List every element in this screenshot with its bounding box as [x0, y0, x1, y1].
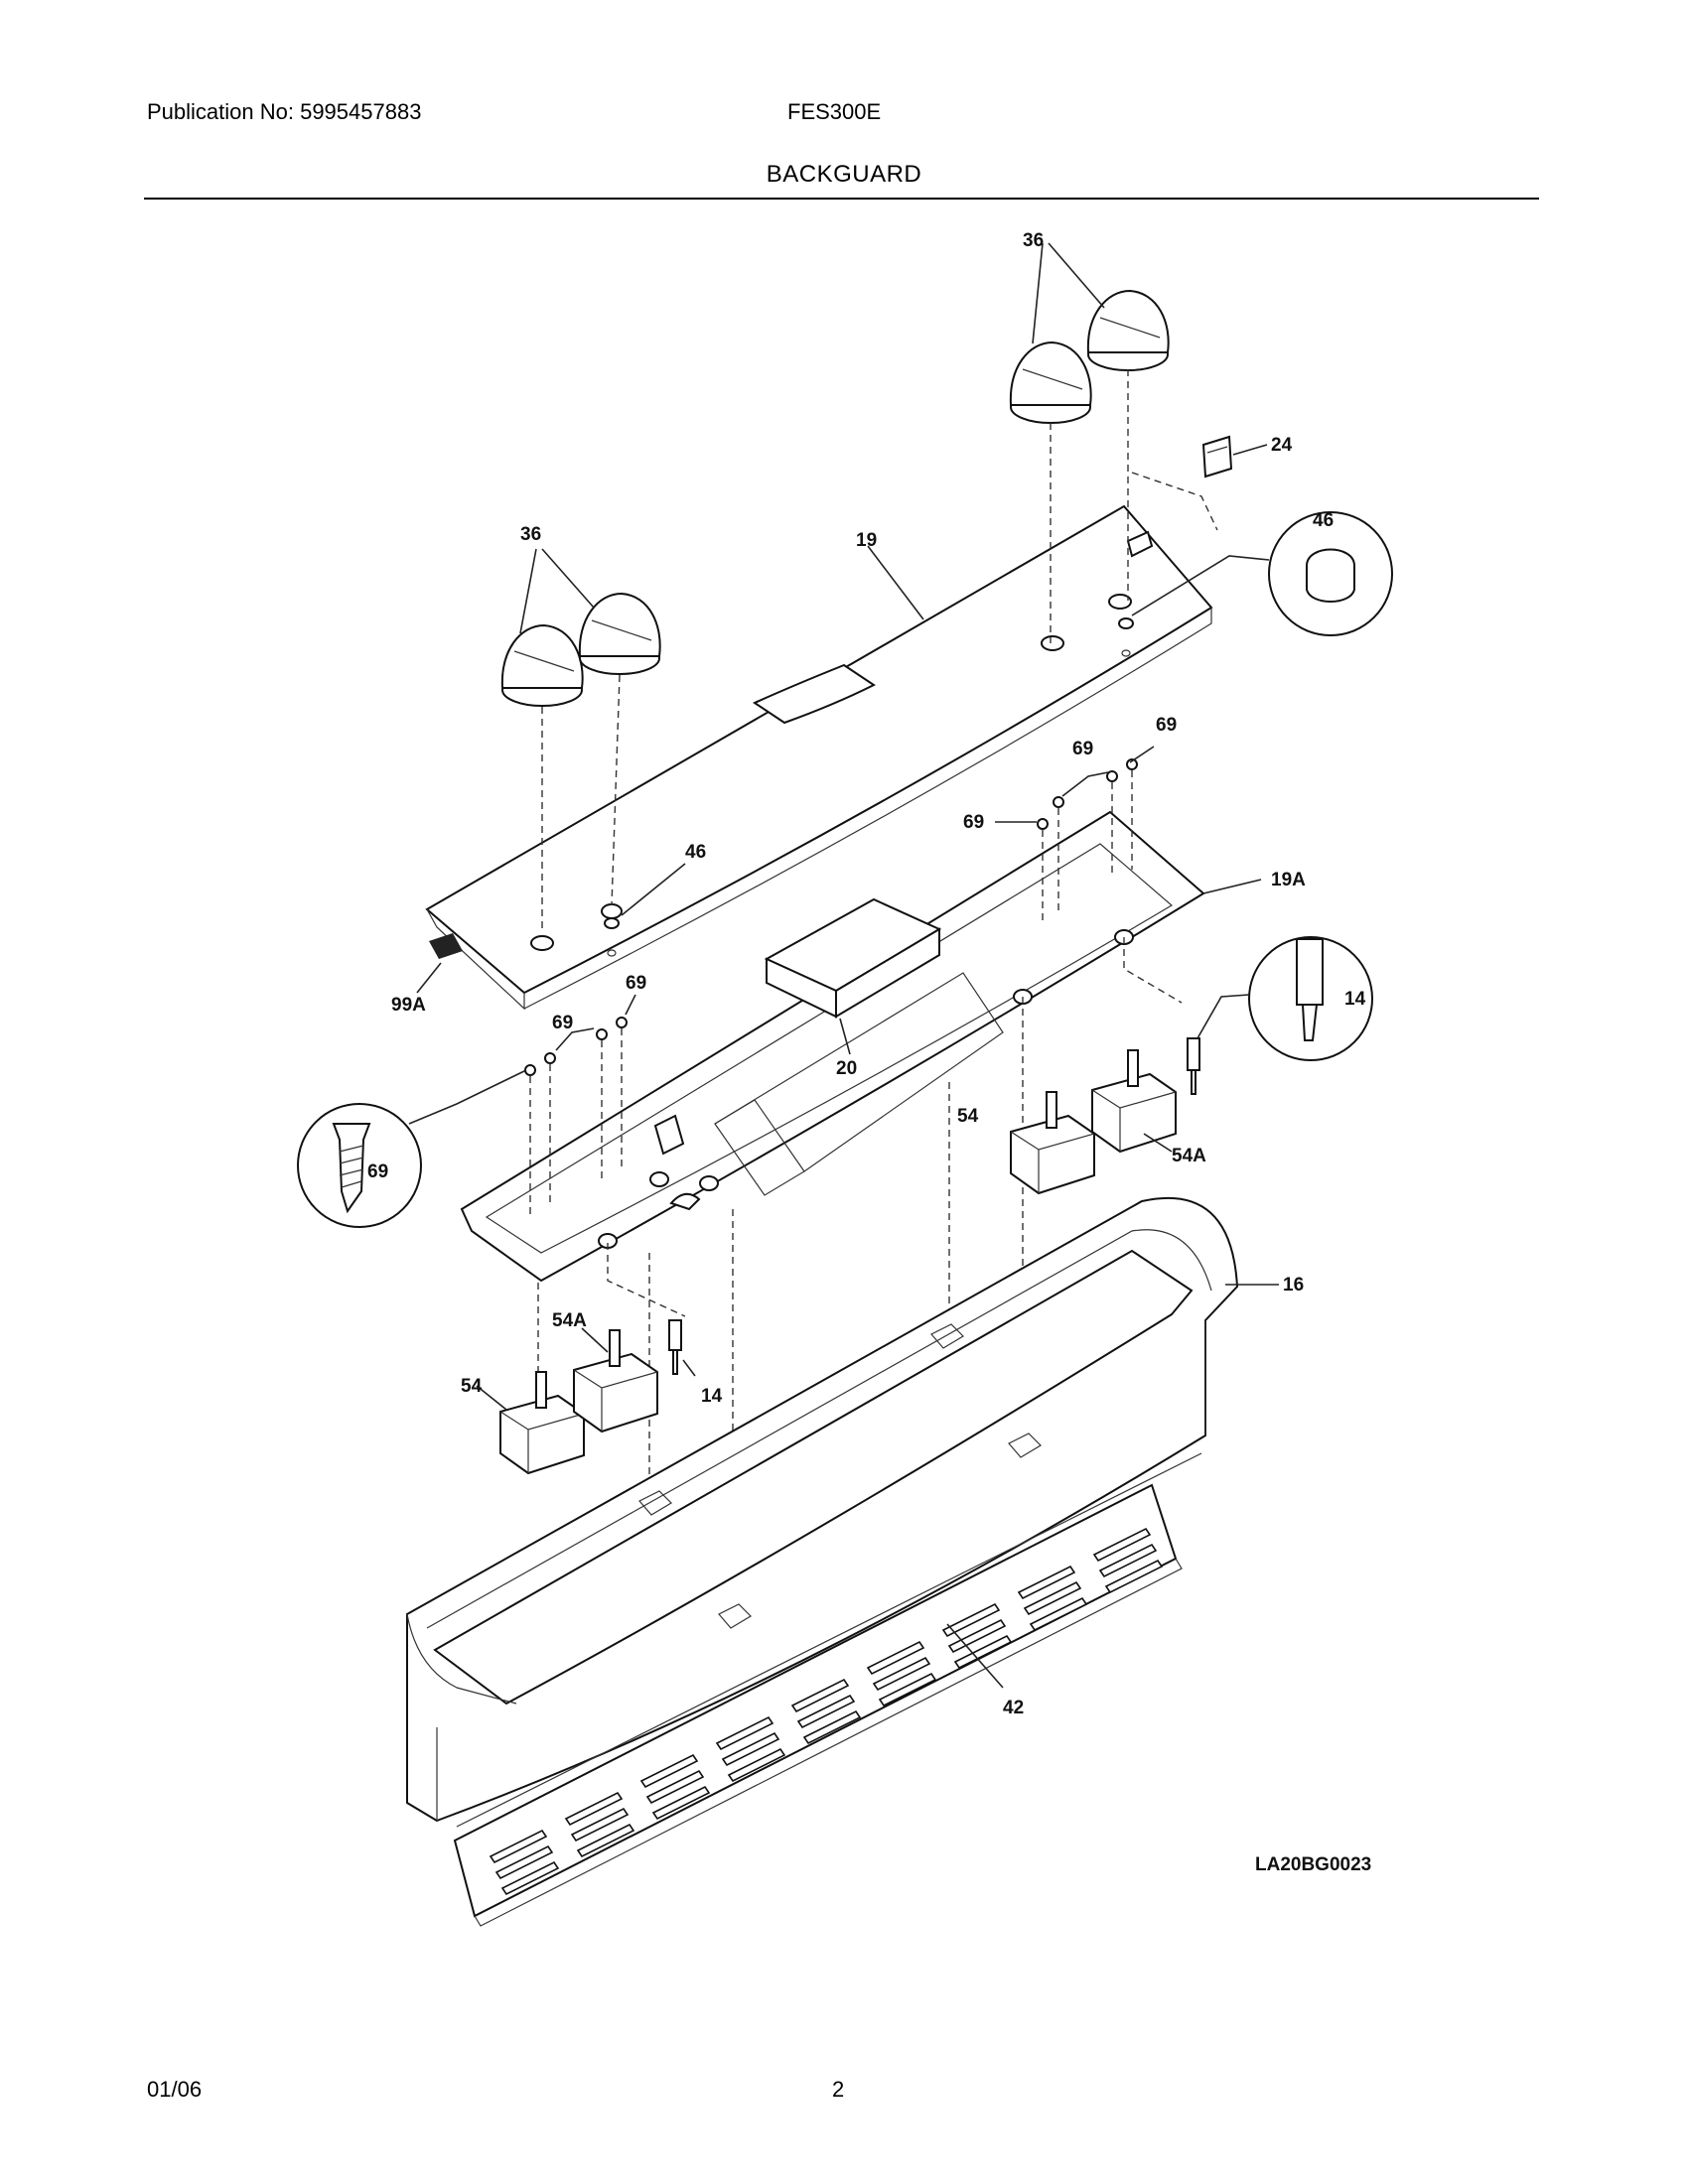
- vent-slot: [1104, 1559, 1164, 1594]
- indicator-light-part-14-right: [1187, 1037, 1200, 1095]
- vent-slot: [1023, 1580, 1082, 1616]
- knob-part-36-left-back: [578, 592, 661, 675]
- vent-slot: [721, 1731, 780, 1767]
- page-number: 2: [832, 2077, 845, 2102]
- section-title: BACKGUARD: [766, 161, 922, 188]
- callout-14-left: 14: [701, 1386, 723, 1407]
- vent-slot: [1029, 1596, 1088, 1632]
- detail-circle-14: [1248, 936, 1373, 1061]
- vent-slot: [1017, 1565, 1076, 1600]
- callout-54a-left: 54A: [552, 1310, 587, 1331]
- infinite-switch-part-54-left: [499, 1371, 585, 1475]
- vent-slot: [953, 1634, 1013, 1670]
- callout-19a: 19A: [1271, 870, 1306, 890]
- backguard-panel-part-19: [425, 504, 1213, 1011]
- vent-slot: [564, 1791, 624, 1827]
- screws-part-69-right: [1037, 758, 1138, 830]
- label-tab-part-99a: [429, 933, 463, 959]
- plug-part-46-right: [1118, 617, 1134, 657]
- knob-part-36-right-back: [1086, 289, 1170, 371]
- callout-99a: 99A: [391, 995, 426, 1016]
- vent-slot: [489, 1829, 548, 1864]
- footer-date: 01/06: [147, 2077, 203, 2102]
- detail-circle-69: [297, 1103, 422, 1228]
- inner-panel-part-19a: [460, 810, 1205, 1283]
- vent-slot: [866, 1640, 925, 1676]
- callout-69-mid-b: 69: [552, 1013, 573, 1033]
- callout-69-top-b: 69: [1156, 715, 1177, 736]
- vent-slot: [947, 1618, 1007, 1654]
- callout-20: 20: [836, 1058, 857, 1079]
- indicator-light-part-14-left: [668, 1319, 682, 1375]
- callout-69-detail: 69: [367, 1161, 388, 1182]
- callout-54-left: 54: [461, 1376, 483, 1397]
- vent-slot: [494, 1844, 554, 1880]
- callout-69-top-a: 69: [1072, 739, 1093, 759]
- callout-24: 24: [1271, 435, 1293, 456]
- callout-19: 19: [856, 530, 877, 551]
- switch-part-24: [1201, 435, 1233, 478]
- screws-part-69-left: [524, 1017, 628, 1076]
- vent-slot: [802, 1709, 862, 1745]
- vent-slot: [727, 1747, 786, 1783]
- vent-slot: [500, 1860, 560, 1896]
- knob-part-36-right-front: [1009, 341, 1092, 424]
- callout-54a-right: 54A: [1172, 1146, 1206, 1166]
- vent-slot: [872, 1656, 931, 1692]
- callout-69-mid-a: 69: [626, 973, 646, 994]
- callout-46-panel: 46: [685, 842, 706, 863]
- callout-16: 16: [1283, 1275, 1304, 1296]
- callout-46-detail: 46: [1313, 510, 1334, 531]
- vent-slot: [639, 1753, 699, 1789]
- vent-slot: [796, 1694, 856, 1729]
- infinite-switch-part-54-right: [1010, 1091, 1095, 1195]
- backguard-frame-part-16: [406, 1196, 1239, 1828]
- vent-slot: [570, 1807, 630, 1843]
- infinite-switch-part-54a-left: [573, 1329, 658, 1433]
- vent-slot: [715, 1715, 774, 1751]
- vent-slot: [1092, 1527, 1152, 1563]
- callout-36-right: 36: [1023, 230, 1044, 251]
- vent-slot: [878, 1672, 937, 1707]
- plug-part-46-left: [601, 903, 623, 957]
- vent-slot: [645, 1769, 705, 1805]
- callout-54-right: 54: [957, 1106, 979, 1127]
- knob-part-36-left-front: [500, 623, 584, 707]
- callout-42: 42: [1003, 1698, 1024, 1718]
- vent-slots: [489, 1527, 1164, 1896]
- header-rule: [144, 198, 1539, 200]
- vent-slot: [576, 1823, 635, 1858]
- callout-14-detail: 14: [1344, 989, 1366, 1010]
- vent-slot: [651, 1785, 711, 1821]
- detail-circle-46: [1268, 511, 1393, 636]
- model-number: FES300E: [787, 99, 882, 124]
- infinite-switch-part-54a-right: [1091, 1049, 1177, 1154]
- control-board-part-20: [764, 897, 942, 1019]
- vent-slot: [790, 1678, 850, 1713]
- diagram-code: LA20BG0023: [1255, 1854, 1371, 1875]
- callout-69-top-c: 69: [963, 812, 984, 833]
- vent-slot: [941, 1602, 1001, 1638]
- publication-number: Publication No: 5995457883: [147, 99, 422, 124]
- callout-36-left: 36: [520, 524, 541, 545]
- vent-slot: [1098, 1543, 1158, 1578]
